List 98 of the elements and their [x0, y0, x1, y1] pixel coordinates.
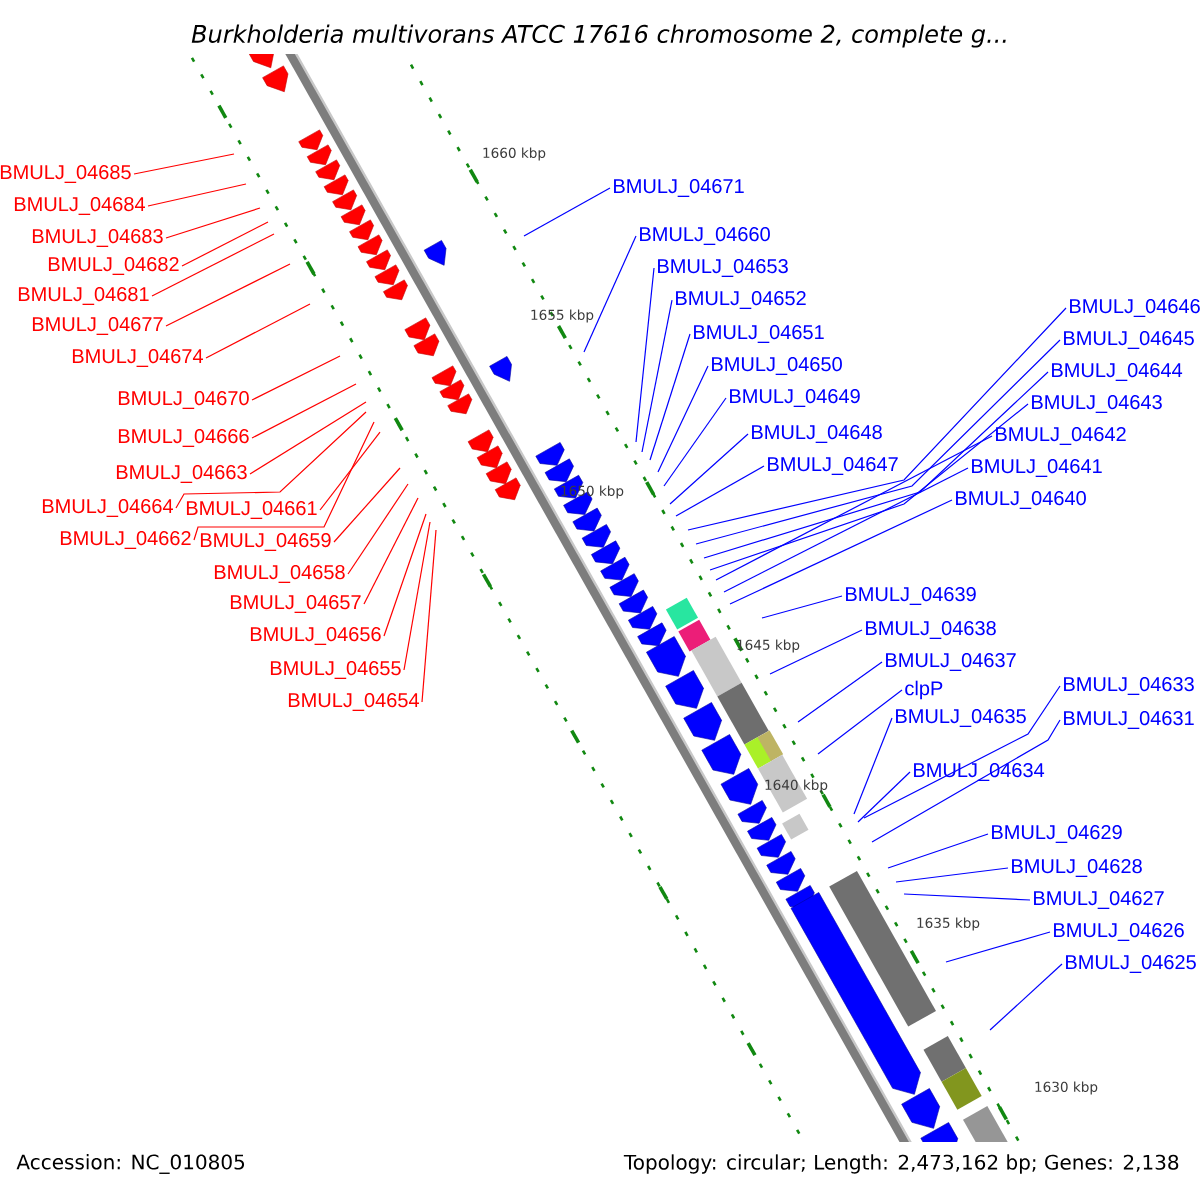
gene-label: BMULJ_04633: [1064, 677, 1194, 695]
leader-line: [887, 833, 989, 869]
leader-line: [165, 207, 261, 239]
leader-line: [421, 529, 437, 703]
leader-line: [641, 299, 673, 453]
gene-label: BMULJ_04626: [1054, 923, 1184, 941]
leader-line: [871, 719, 1061, 843]
leader-line: [989, 963, 1063, 1031]
gene-label: BMULJ_04643: [1032, 395, 1162, 413]
leader-line: [715, 435, 993, 581]
gene-label: BMULJ_04684: [14, 197, 145, 215]
leader-line: [251, 355, 341, 401]
leader-line: [853, 717, 893, 815]
gene-label: BMULJ_04683: [32, 229, 163, 247]
gene-label: BMULJ_04642: [996, 427, 1126, 445]
gene-label: BMULJ_04657: [230, 595, 361, 613]
gene-label: BMULJ_04685: [0, 165, 131, 183]
leader-line: [175, 411, 367, 509]
leader-line: [817, 689, 903, 755]
leader-line: [663, 397, 727, 487]
leader-line: [383, 513, 427, 637]
summary-text: Topology: circular; Length: 2,473,162 bp; Genes: 2,138: [623, 1154, 1179, 1174]
gene-label: BMULJ_04629: [992, 825, 1122, 843]
gene-label: BMULJ_04625: [1066, 955, 1196, 973]
leader-line: [635, 267, 655, 443]
leader-line: [769, 629, 863, 675]
leader-line: [403, 521, 431, 671]
leader-line: [333, 467, 401, 543]
leader-line: [669, 433, 749, 505]
gene-label: BMULJ_04659: [200, 533, 331, 551]
leader-line: [347, 483, 409, 575]
leader-line: [723, 467, 969, 593]
gene-label: BMULJ_04653: [658, 259, 788, 277]
leader-line: [729, 499, 953, 605]
leader-line: [687, 307, 1067, 531]
leader-line: [709, 403, 1029, 571]
leader-line: [695, 339, 1061, 545]
gene-label: BMULJ_04627: [1034, 891, 1164, 909]
gene-label: BMULJ_04654: [288, 693, 419, 711]
gene-label: BMULJ_04658: [214, 565, 345, 583]
gene-label: BMULJ_04677: [32, 317, 163, 335]
gene-label: BMULJ_04635: [896, 709, 1026, 727]
gene-label: BMULJ_04650: [712, 357, 842, 375]
gene-label: BMULJ_04639: [846, 587, 976, 605]
gene-label: BMULJ_04655: [270, 661, 401, 679]
gene-label: BMULJ_04628: [1012, 859, 1142, 877]
leader-line: [703, 371, 1049, 559]
leader-line: [193, 421, 375, 541]
leader-line: [181, 221, 269, 267]
gene-label: BMULJ_04646: [1070, 299, 1200, 317]
leader-line: [523, 187, 611, 237]
leader-line: [675, 465, 765, 517]
gene-label: BMULJ_04651: [694, 325, 824, 343]
gene-label: BMULJ_04656: [250, 627, 381, 645]
leader-line: [863, 685, 1061, 819]
leader-line: [761, 595, 843, 619]
gene-label: BMULJ_04649: [730, 389, 860, 407]
gene-label: BMULJ_04648: [752, 425, 882, 443]
gene-label: BMULJ_04663: [116, 465, 247, 483]
gene-label: BMULJ_04640: [956, 491, 1086, 509]
accession-text: Accession: NC_010805: [16, 1154, 245, 1174]
gene-label: BMULJ_04637: [886, 653, 1016, 671]
gene-label: BMULJ_04660: [640, 227, 770, 245]
gene-label: clpP: [905, 680, 943, 700]
gene-label: BMULJ_04682: [48, 257, 179, 275]
leader-line: [895, 867, 1009, 883]
leader-line: [903, 893, 1031, 901]
leader-line: [857, 771, 911, 823]
leader-line: [165, 263, 291, 327]
leader-line: [363, 497, 419, 605]
leader-line: [249, 401, 367, 475]
leader-line: [657, 365, 709, 473]
gene-label: BMULJ_04647: [768, 457, 898, 475]
leader-line: [151, 233, 275, 297]
gene-label: BMULJ_04641: [972, 459, 1102, 477]
gene-label: BMULJ_04671: [614, 179, 744, 197]
gene-label: BMULJ_04661: [186, 501, 317, 519]
gene-label: BMULJ_04681: [18, 287, 149, 305]
leader-line: [133, 153, 235, 175]
gene-label: BMULJ_04652: [676, 291, 806, 309]
gene-label: BMULJ_04645: [1064, 331, 1194, 349]
leader-line: [147, 183, 247, 207]
gene-label: BMULJ_04670: [118, 391, 249, 409]
leader-line: [649, 333, 691, 461]
leader-line: [319, 431, 381, 511]
gene-label: BMULJ_04631: [1064, 711, 1194, 729]
gene-label: BMULJ_04664: [42, 499, 173, 517]
gene-label: BMULJ_04666: [118, 429, 249, 447]
gene-label: BMULJ_04644: [1052, 363, 1183, 381]
gene-label: BMULJ_04638: [866, 621, 996, 639]
gene-label: BMULJ_04662: [60, 531, 191, 549]
leader-line: [945, 931, 1051, 963]
leader-line: [797, 661, 883, 723]
map-title: Burkholderia multivorans ATCC 17616 chromosome 2, complete g...: [191, 24, 1006, 48]
leader-line: [251, 383, 357, 439]
leader-line: [205, 303, 311, 359]
gene-label: BMULJ_04674: [72, 349, 203, 367]
leader-line: [583, 235, 637, 353]
